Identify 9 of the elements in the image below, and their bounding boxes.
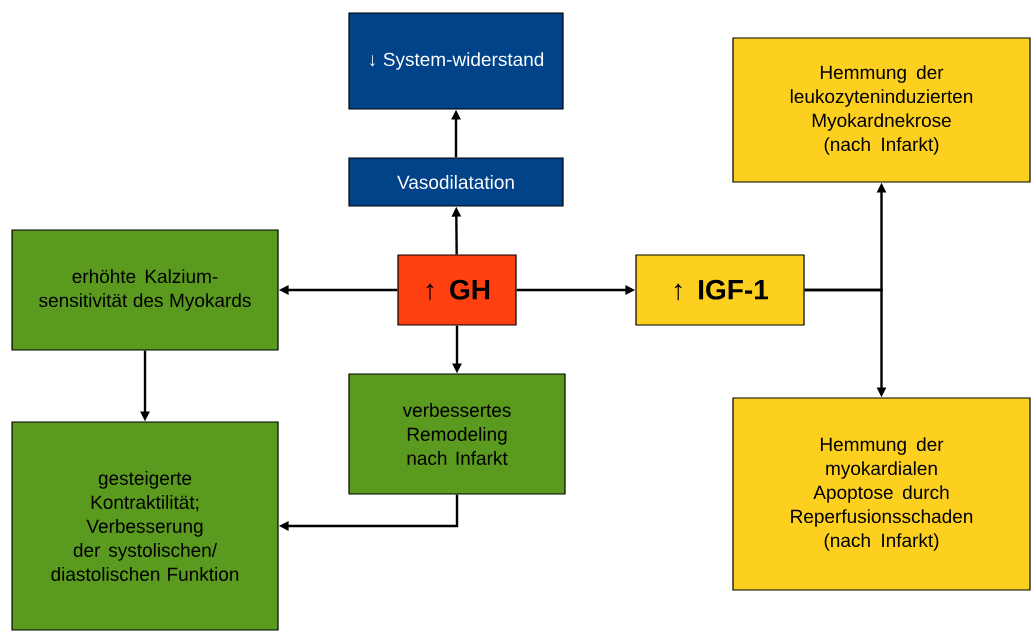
- process-box: Hemmung der leukozyteninduzierten Myokardnekrose (nach Infarkt): [732, 37, 1031, 183]
- process-box: ↑ IGF-1: [635, 254, 805, 326]
- process-box: erhöhte Kalzium-sensitivität des Myokards: [11, 229, 279, 351]
- process-box: ↑ GH: [397, 254, 517, 326]
- process-box: Vasodilatation: [348, 157, 564, 207]
- process-box: Hemmung der myokardialen Apoptose durch Reperfusionsschaden (nach Infarkt): [732, 397, 1031, 591]
- process-box: verbessertes Remodeling nach Infarkt: [348, 373, 566, 495]
- process-box: gesteigerte Kontraktilität; Verbesserung der systolischen/ diastolischen Funktion: [11, 421, 279, 631]
- process-box: ↓ System-widerstand: [348, 12, 564, 110]
